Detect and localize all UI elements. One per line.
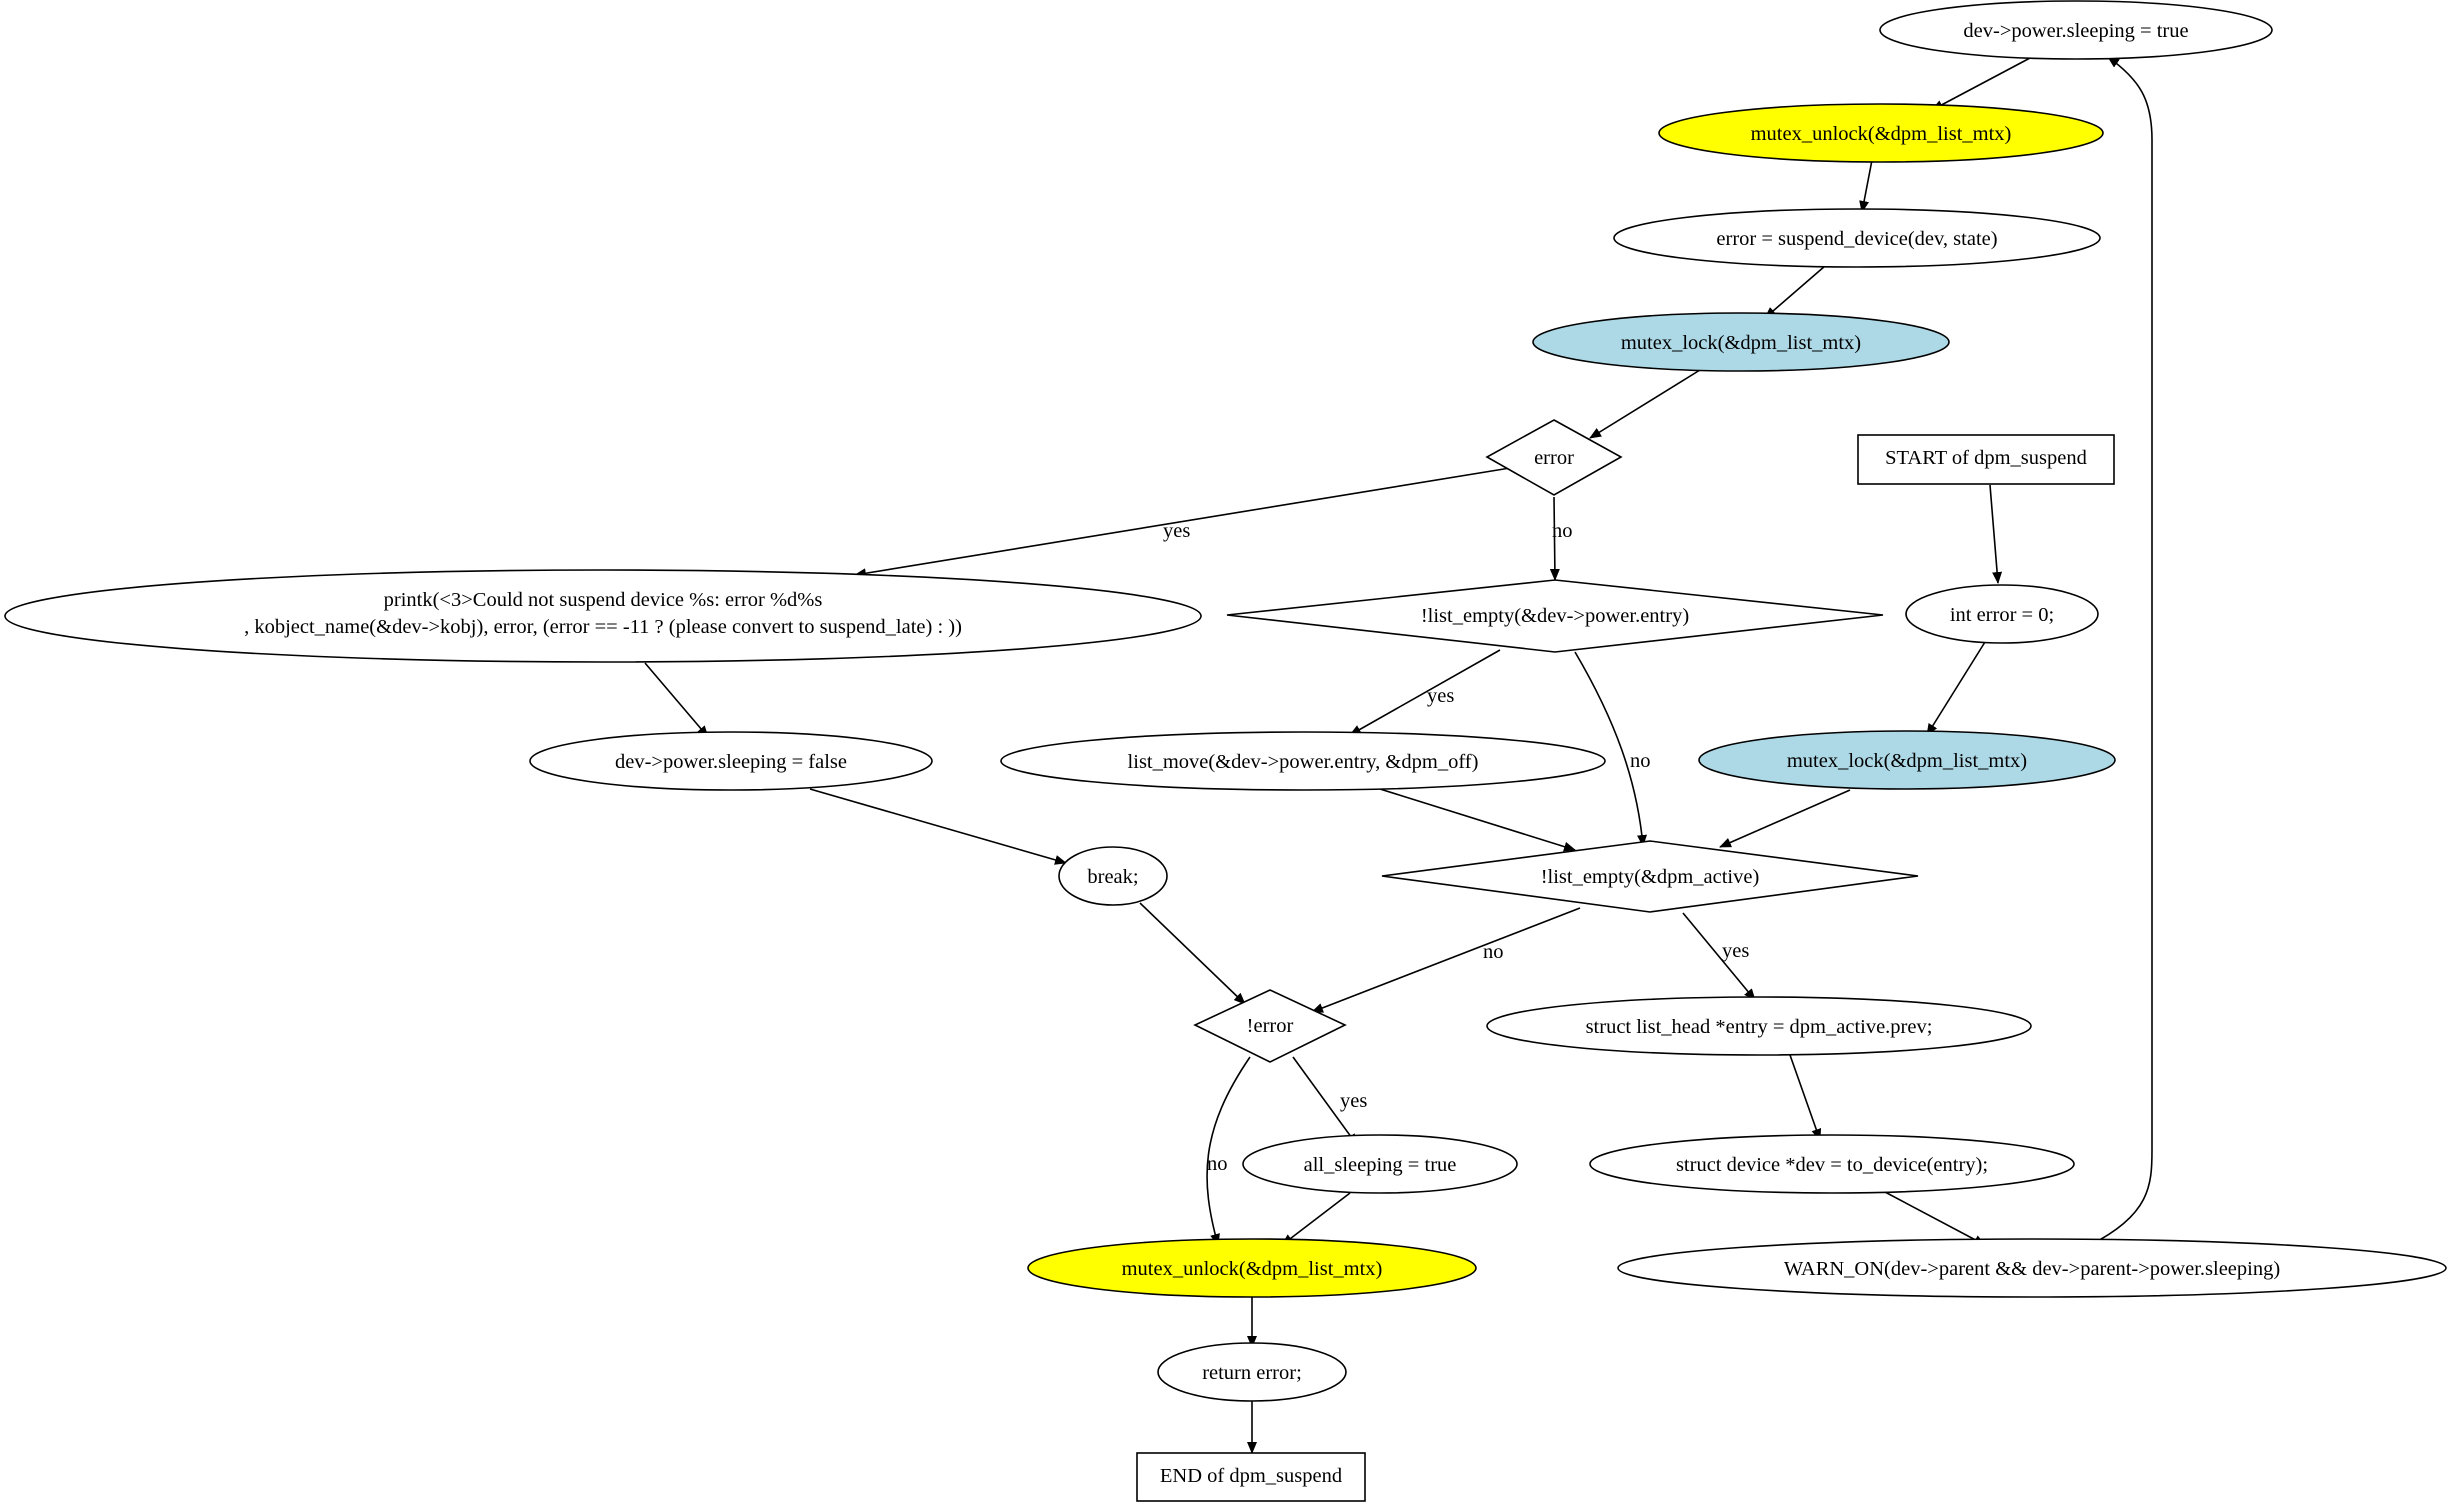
node-printk-label-line1: printk(<3>Could not suspend device %s: e… [384, 589, 823, 611]
node-printk: printk(<3>Could not suspend device %s: e… [4, 569, 1202, 663]
edge-mutex-unlock-to-suspend-device [1859, 159, 1873, 213]
node-sleeping-false-label: dev->power.sleeping = false [615, 751, 847, 773]
node-error-check: error [1485, 419, 1623, 496]
edge-list-move-to-list-empty-active [1379, 788, 1576, 852]
edge-not-error-to-all-sleeping [1292, 1056, 1358, 1146]
edge-mutex-lock-to-list-empty-active [1719, 789, 1851, 848]
node-int-error-label: int error = 0; [1950, 604, 2054, 626]
edge-sleeping-false-to-break [809, 788, 1067, 865]
node-all-sleeping-label: all_sleeping = true [1304, 1154, 1457, 1176]
edge-break-to-not-error [1139, 902, 1246, 1005]
edge-error-to-printk [854, 467, 1511, 579]
edge-labels: yes no yes no no yes yes no [1163, 520, 1749, 1175]
node-mutex-unlock-top-label: mutex_unlock(&dpm_list_mtx) [1751, 123, 2012, 145]
node-suspend-device: error = suspend_device(dev, state) [1613, 208, 2101, 268]
edge-label-active-yes: yes [1722, 940, 1749, 962]
node-struct-dev-label: struct device *dev = to_device(entry); [1676, 1154, 1988, 1176]
node-end: END of dpm_suspend [1136, 1452, 1366, 1502]
node-mutex-lock-mid-label: mutex_lock(&dpm_list_mtx) [1621, 332, 1861, 354]
node-sleeping-false: dev->power.sleeping = false [529, 731, 933, 791]
node-mutex-lock-top-label: mutex_lock(&dpm_list_mtx) [1787, 750, 2027, 772]
edge-start-to-int-error [1989, 484, 2003, 584]
edge-label-active-no: no [1483, 941, 1504, 963]
edge-label-entry-yes: yes [1427, 685, 1454, 707]
node-list-empty-entry: !list_empty(&dev->power.entry) [1226, 579, 1884, 653]
edge-warn-on-to-sleeping-true [2089, 56, 2153, 1246]
node-list-move-label: list_move(&dev->power.entry, &dpm_off) [1128, 751, 1479, 773]
node-suspend-device-label: error = suspend_device(dev, state) [1716, 228, 1997, 250]
node-break-label: break; [1087, 866, 1138, 888]
edge-label-not-error-no: no [1207, 1153, 1228, 1175]
edge-list-empty-entry-to-list-move [1349, 649, 1501, 736]
node-sleeping-true-label: dev->power.sleeping = true [1963, 20, 2188, 42]
node-not-error-label: !error [1247, 1015, 1294, 1037]
edge-int-error-to-mutex-lock [1926, 641, 1986, 736]
node-mutex-unlock-bottom-label: mutex_unlock(&dpm_list_mtx) [1122, 1258, 1383, 1280]
node-warn-on-label: WARN_ON(dev->parent && dev->parent->powe… [1784, 1258, 2280, 1280]
edges [644, 56, 2153, 1454]
node-mutex-lock-mid: mutex_lock(&dpm_list_mtx) [1532, 312, 1950, 372]
node-int-error: int error = 0; [1905, 584, 2099, 644]
node-all-sleeping: all_sleeping = true [1242, 1134, 1518, 1194]
edge-label-error-no: no [1552, 520, 1573, 542]
node-list-empty-entry-label: !list_empty(&dev->power.entry) [1421, 605, 1689, 627]
node-printk-label-line2: , kobject_name(&dev->kobj), error, (erro… [244, 616, 962, 638]
node-start-label: START of dpm_suspend [1885, 447, 2087, 469]
node-not-error: !error [1193, 989, 1347, 1063]
edge-list-empty-active-to-not-error [1311, 907, 1581, 1013]
edge-list-empty-entry-to-list-empty-active [1574, 651, 1647, 847]
edge-label-not-error-yes: yes [1340, 1090, 1367, 1112]
edge-suspend-device-to-mutex-lock-mid [1764, 265, 1826, 319]
node-mutex-lock-top: mutex_lock(&dpm_list_mtx) [1698, 730, 2116, 790]
node-list-move: list_move(&dev->power.entry, &dpm_off) [1000, 731, 1606, 791]
node-struct-dev: struct device *dev = to_device(entry); [1589, 1134, 2075, 1194]
node-error-check-label: error [1534, 447, 1574, 469]
edge-sleeping-true-to-mutex-unlock [1931, 57, 2031, 111]
edge-mutex-lock-mid-to-error [1589, 369, 1701, 439]
edge-label-entry-no: no [1630, 750, 1651, 772]
edge-struct-entry-to-struct-dev [1789, 1054, 1822, 1141]
node-warn-on: WARN_ON(dev->parent && dev->parent->powe… [1617, 1238, 2447, 1298]
node-return-error-label: return error; [1202, 1362, 1302, 1384]
node-mutex-unlock-top: mutex_unlock(&dpm_list_mtx) [1658, 103, 2104, 163]
node-struct-entry-label: struct list_head *entry = dpm_active.pre… [1586, 1016, 1933, 1038]
edge-list-empty-active-to-struct-entry [1682, 912, 1756, 1001]
node-sleeping-true: dev->power.sleeping = true [1879, 0, 2273, 60]
node-list-empty-active: !list_empty(&dpm_active) [1381, 840, 1919, 913]
node-struct-entry: struct list_head *entry = dpm_active.pre… [1486, 996, 2032, 1056]
node-list-empty-active-label: !list_empty(&dpm_active) [1541, 866, 1760, 888]
edge-struct-dev-to-warn-on [1884, 1191, 1986, 1246]
node-mutex-unlock-bottom: mutex_unlock(&dpm_list_mtx) [1027, 1238, 1477, 1298]
edge-not-error-to-mutex-unlock-bottom [1206, 1056, 1251, 1246]
edge-all-sleeping-to-mutex-unlock-bottom [1281, 1192, 1351, 1246]
node-break: break; [1058, 846, 1168, 906]
edge-printk-to-sleeping-false [644, 662, 709, 738]
edge-label-error-yes: yes [1163, 520, 1190, 542]
node-return-error: return error; [1157, 1342, 1347, 1402]
node-start: START of dpm_suspend [1857, 434, 2115, 485]
nodes: START of dpm_suspend int error = 0; mute… [4, 0, 2447, 1502]
edge-error-to-list-empty-entry [1549, 496, 1560, 581]
node-end-label: END of dpm_suspend [1160, 1465, 1342, 1487]
